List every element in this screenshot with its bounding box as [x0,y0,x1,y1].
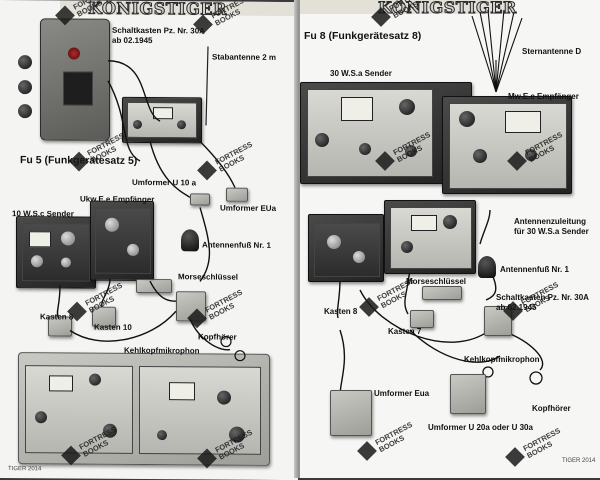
kehlkopfmikrophon-label: Kehlkopfmikrophon [124,345,200,356]
mwec-receiver-device [442,96,572,194]
stabantenne-label: Stabantenne 2 m [212,52,277,62]
umformer-u10a-label: Umformer U 10 a [132,177,197,188]
kasten7-label: Kasten 7 [388,327,422,336]
right-page: KÖNIGSTIGER [300,0,600,478]
antennenfuss-label: Antennenfuß Nr. 1 [500,265,569,274]
sender-30w-label: 30 W.S.a Sender [330,69,392,78]
antennenfuss-label: Antennenfuß Nr. 1 [202,240,271,250]
kopfhoerer-label: Kopfhörer [198,332,237,342]
header-title: KÖNIGSTIGER [378,0,517,18]
umformer-eua-label: Umformer EUa [220,203,277,213]
kasten7-radio-device [384,200,476,274]
zuleitung-label-2: für 30 W.S.a Sender [514,227,589,236]
schaltkasten-date-label: ab 02.1945 [112,35,153,46]
page-folio: TIGER 2014 [562,458,596,464]
kasten8-label: Kasten 8 [40,312,74,322]
ukw-receiver-label: Ukw.E.e Empfänger [80,194,155,205]
morseschluessel-label: Morseschlüssel [406,277,467,286]
page-folio: TIGER 2014 [8,466,42,473]
sender-10w-label: 10 W.S.c Sender [12,209,74,219]
morseschluessel-label: Morseschlüssel [178,272,239,282]
antenna-base-icon [478,256,496,278]
cable-wires [56,46,246,362]
kehlkopfmikrophon-label: Kehlkopfmikrophon [464,355,540,364]
mwec-label: Mw.E.c Empfänger [508,92,579,101]
umformer-u20a-label: Umformer U 20a oder U 30a [428,423,533,432]
morse-key-device [422,286,462,300]
kasten8-label: Kasten 8 [324,307,358,316]
kasten-device [410,310,434,328]
sternantenne-label: Sternantenne D [522,47,582,56]
section-title: Fu 8 (Funkgerätesatz 8) [304,30,422,42]
book-gutter [294,0,304,478]
schaltkasten-label: Schaltkasten Pz. Nr. 30A [112,25,205,36]
kasten8-radio-device [308,214,384,282]
umformer-u20a-device [450,374,486,414]
zuleitung-label-1: Antennenzuleitung [514,217,586,226]
kopfhoerer-label: Kopfhörer [532,404,571,413]
kasten10-label: Kasten 10 [94,322,132,332]
header-band [300,0,510,14]
left-page: KÖNIGSTIGER [0,0,298,480]
umformer-eua-label: Umformer Eua [374,389,430,398]
schaltkasten-label: Schaltkasten Pz. Nr. 30A [496,293,589,302]
umformer-eua-device [330,390,372,436]
